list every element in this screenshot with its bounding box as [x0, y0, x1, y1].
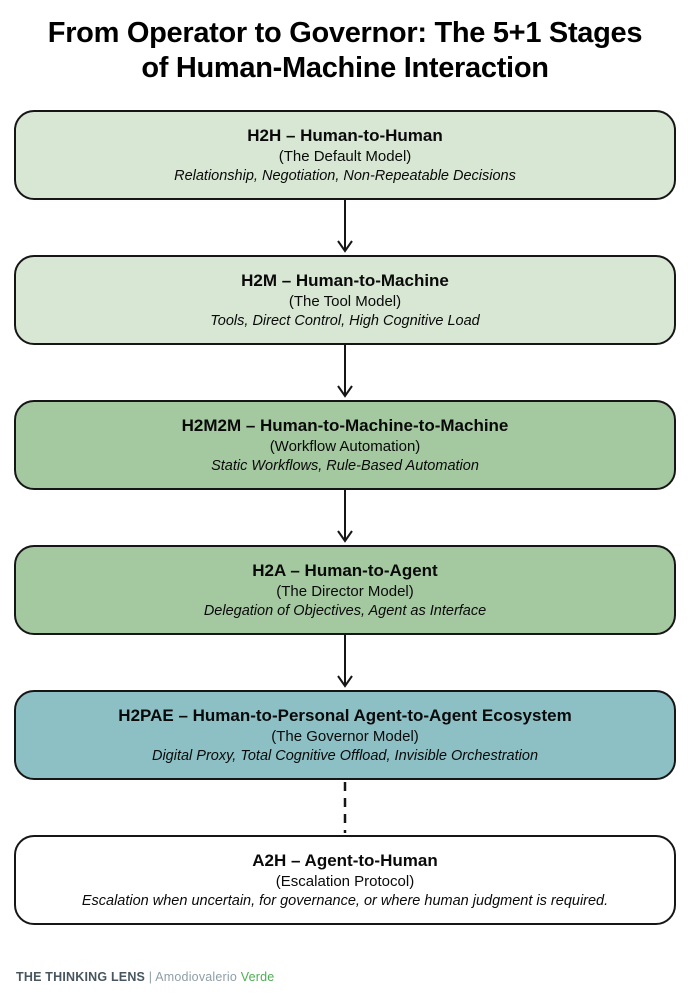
down-arrow-icon	[337, 200, 353, 253]
dashed-line-icon	[343, 782, 347, 833]
stage-model: (Escalation Protocol)	[275, 872, 415, 890]
stage-model: (The Default Model)	[278, 147, 412, 165]
stage-flow: H2H – Human-to-Human (The Default Model)…	[14, 110, 676, 925]
footer-credit: THE THINKING LENS | Amodiovalerio Verde	[16, 970, 274, 984]
stage-traits: Tools, Direct Control, High Cognitive Lo…	[210, 312, 480, 329]
page-title-line2: of Human-Machine Interaction	[141, 52, 549, 84]
stage-model: (The Tool Model)	[288, 292, 402, 310]
stage-traits: Static Workflows, Rule-Based Automation	[211, 457, 479, 474]
stage-box-h2m2m: H2M2M – Human-to-Machine-to-Machine (Wor…	[14, 400, 676, 490]
stage-traits: Delegation of Objectives, Agent as Inter…	[203, 602, 487, 619]
footer-separator: |	[148, 970, 153, 984]
stage-model: (The Governor Model)	[271, 727, 419, 745]
stage-heading: H2H – Human-to-Human	[247, 125, 443, 145]
brand-name: THE THINKING LENS	[16, 970, 146, 984]
dashed-connector	[14, 780, 676, 835]
author-first-name: Amodiovalerio	[155, 970, 238, 984]
flow-arrow-3	[14, 490, 676, 545]
stage-model: (Workflow Automation)	[269, 437, 421, 455]
down-arrow-icon	[337, 490, 353, 543]
page-title-line1: From Operator to Governor: The 5+1 Stage…	[47, 17, 643, 49]
flow-arrow-2	[14, 345, 676, 400]
stage-box-h2m: H2M – Human-to-Machine (The Tool Model) …	[14, 255, 676, 345]
stage-traits: Escalation when uncertain, for governanc…	[81, 892, 609, 909]
stage-traits: Relationship, Negotiation, Non-Repeatabl…	[174, 167, 516, 184]
stage-heading: H2M2M – Human-to-Machine-to-Machine	[181, 415, 509, 435]
stage-heading: H2PAE – Human-to-Personal Agent-to-Agent…	[118, 705, 572, 725]
author-last-name: Verde	[240, 970, 275, 984]
flow-arrow-1	[14, 200, 676, 255]
stage-heading: H2M – Human-to-Machine	[241, 270, 449, 290]
stage-traits: Digital Proxy, Total Cognitive Offload, …	[151, 747, 539, 764]
stage-model: (The Director Model)	[276, 582, 414, 600]
page-title: From Operator to Governor: The 5+1 Stage…	[0, 16, 690, 86]
flow-arrow-4	[14, 635, 676, 690]
stage-heading: A2H – Agent-to-Human	[252, 850, 438, 870]
stage-box-a2h: A2H – Agent-to-Human (Escalation Protoco…	[14, 835, 676, 925]
down-arrow-icon	[337, 635, 353, 688]
stage-box-h2pae: H2PAE – Human-to-Personal Agent-to-Agent…	[14, 690, 676, 780]
down-arrow-icon	[337, 345, 353, 398]
stage-box-h2a: H2A – Human-to-Agent (The Director Model…	[14, 545, 676, 635]
stage-heading: H2A – Human-to-Agent	[252, 560, 438, 580]
stage-box-h2h: H2H – Human-to-Human (The Default Model)…	[14, 110, 676, 200]
